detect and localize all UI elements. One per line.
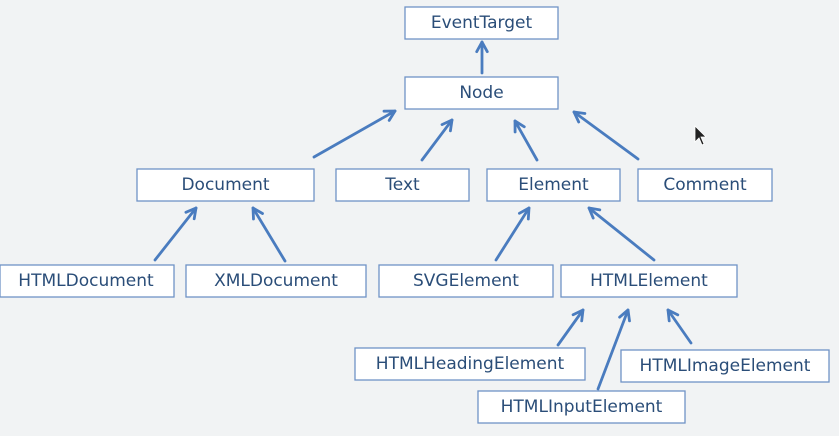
- arrow-head: [475, 40, 489, 54]
- arrow-head: [184, 206, 198, 221]
- arrow-element-to-node: [513, 119, 539, 162]
- arrow-shaft: [494, 206, 531, 262]
- node-label-xmldocument: XMLDocument: [214, 271, 338, 291]
- node-label-element: Element: [518, 175, 589, 195]
- arrow-htmlinputelement-to-htmlelement: [596, 308, 631, 391]
- node-label-eventtarget: EventTarget: [431, 13, 533, 33]
- node-label-document: Document: [181, 175, 269, 195]
- node-xmldocument: XMLDocument: [185, 264, 367, 298]
- node-htmlelement: HTMLElement: [560, 264, 738, 298]
- node-text: Text: [335, 168, 470, 202]
- node-label-htmldocument: HTMLDocument: [18, 271, 154, 291]
- node-document: Document: [136, 168, 315, 202]
- arrow-head: [518, 206, 531, 221]
- arrow-shaft: [572, 110, 640, 161]
- arrow-head: [587, 206, 602, 220]
- arrow-htmlelement-to-element: [587, 206, 656, 262]
- arrow-text-to-node: [420, 118, 454, 162]
- node-label-htmlelement: HTMLElement: [590, 271, 708, 291]
- node-label-svgelement: SVGElement: [413, 271, 519, 291]
- arrow-shaft: [513, 119, 539, 162]
- node-label-htmlheadingelement: HTMLHeadingElement: [376, 354, 565, 374]
- arrow-head: [513, 119, 526, 134]
- edges-layer: [153, 40, 693, 391]
- arrow-node-to-eventtarget: [475, 40, 489, 75]
- arrow-document-to-node: [312, 109, 397, 159]
- arrow-head: [618, 308, 631, 323]
- arrow-htmlheadingelement-to-htmlelement: [556, 308, 585, 347]
- arrow-xmldocument-to-document: [251, 206, 287, 263]
- node-label-htmlimageelement: HTMLImageElement: [640, 356, 811, 376]
- arrow-shaft: [420, 118, 454, 162]
- arrow-comment-to-node: [572, 110, 640, 161]
- node-svgelement: SVGElement: [378, 264, 554, 298]
- arrow-shaft: [556, 308, 585, 347]
- node-eventtarget: EventTarget: [404, 6, 559, 40]
- node-comment: Comment: [637, 168, 773, 202]
- arrow-head: [251, 206, 264, 221]
- node-htmlheadingelement: HTMLHeadingElement: [354, 347, 586, 381]
- node-htmlimageelement: HTMLImageElement: [620, 349, 830, 383]
- arrow-head: [572, 110, 587, 124]
- arrow-shaft: [596, 308, 630, 391]
- node-node: Node: [404, 76, 559, 110]
- arrow-shaft: [153, 206, 198, 262]
- node-label-node: Node: [459, 83, 503, 103]
- node-label-comment: Comment: [663, 175, 747, 195]
- arrow-shaft: [666, 308, 693, 345]
- arrow-htmldocument-to-document: [153, 206, 198, 262]
- node-label-htmlinputelement: HTMLInputElement: [501, 397, 663, 417]
- node-htmldocument: HTMLDocument: [0, 264, 175, 298]
- arrow-shaft: [251, 206, 287, 263]
- arrow-shaft: [587, 206, 656, 262]
- arrow-shaft: [312, 109, 397, 159]
- arrow-head: [666, 308, 680, 323]
- arrow-head: [571, 308, 585, 323]
- arrow-htmlimageelement-to-htmlelement: [666, 308, 693, 345]
- node-htmlinputelement: HTMLInputElement: [477, 390, 686, 424]
- arrow-svgelement-to-element: [494, 206, 531, 262]
- arrow-head: [382, 109, 397, 122]
- node-label-text: Text: [384, 175, 420, 195]
- node-element: Element: [486, 168, 621, 202]
- mouse-cursor-icon: [694, 125, 707, 146]
- arrow-head: [440, 118, 454, 133]
